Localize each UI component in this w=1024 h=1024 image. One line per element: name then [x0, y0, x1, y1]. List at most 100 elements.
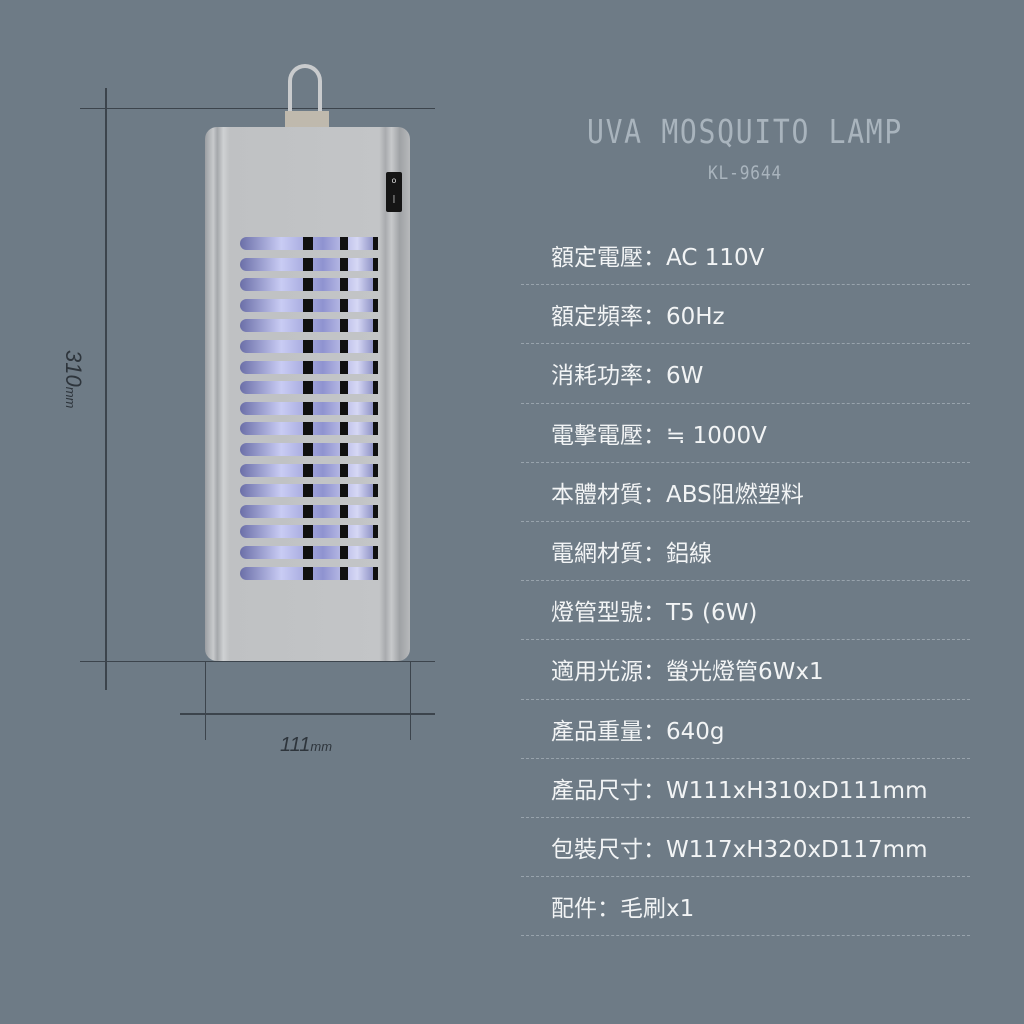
grill-bar	[340, 360, 348, 374]
grill-bar	[303, 422, 313, 436]
lamp-grill-slot	[240, 278, 378, 292]
grill-bar	[303, 546, 313, 559]
height-dimension-label: 310mm	[60, 350, 86, 408]
grill-bar	[373, 484, 378, 498]
spec-row: 產品尺寸：W111xH310xD111mm	[521, 759, 970, 818]
grill-bar	[303, 360, 313, 374]
grill-bar	[303, 504, 313, 518]
grill-bar	[303, 381, 313, 395]
spec-row: 額定電壓：AC 110V	[521, 226, 970, 286]
grill-bar	[373, 566, 378, 580]
grill-bar	[303, 257, 313, 271]
grill-bar	[340, 340, 348, 353]
spec-row: 燈管型號：T5 (6W)	[521, 581, 970, 641]
lamp-grill-slot	[240, 546, 378, 559]
grill-bar	[340, 381, 348, 395]
grill-bar	[303, 566, 313, 580]
grill-bar	[340, 278, 348, 292]
width-tick-right	[410, 661, 411, 740]
grill-bar	[340, 504, 348, 518]
grill-bar	[303, 278, 313, 292]
lamp-grill-slot	[240, 237, 378, 250]
mosquito-lamp-image	[205, 127, 410, 661]
lamp-grill-slot	[240, 463, 378, 477]
grill-bar	[340, 422, 348, 436]
grill-bar	[340, 319, 348, 333]
grill-bar	[373, 381, 378, 395]
width-dimension-label: 111mm	[280, 734, 332, 757]
grill-bar	[340, 401, 348, 415]
grill-bar	[340, 237, 348, 250]
grill-bar	[373, 422, 378, 436]
lamp-hook-base	[285, 111, 329, 128]
grill-bar	[303, 401, 313, 415]
grill-bar	[373, 298, 378, 312]
grill-bar	[373, 360, 378, 374]
lamp-grill-slot	[240, 298, 378, 312]
lamp-hook	[288, 64, 322, 124]
lamp-grill-slot	[240, 484, 378, 498]
grill-bar	[373, 463, 378, 477]
width-tick-left	[205, 661, 206, 740]
switch-off-mark: o	[391, 176, 397, 185]
grill-bar	[303, 443, 313, 456]
grill-bar	[340, 443, 348, 456]
dimension-line-top	[80, 108, 435, 109]
grill-bar	[373, 278, 378, 292]
spec-row: 包裝尺寸：W117xH320xD117mm	[521, 818, 970, 878]
switch-on-mark: |	[392, 194, 396, 203]
grill-bar	[303, 319, 313, 333]
grill-bar	[303, 463, 313, 477]
grill-bar	[340, 463, 348, 477]
spec-row: 電網材質：鋁線	[521, 522, 970, 582]
lamp-grill-slot	[240, 443, 378, 456]
grill-bar	[373, 257, 378, 271]
dimension-line-height	[105, 88, 107, 690]
grill-bar	[373, 319, 378, 333]
grill-bar	[373, 525, 378, 539]
grill-bar	[303, 484, 313, 498]
lamp-grill-slot	[240, 422, 378, 436]
spec-row: 適用光源：螢光燈管6Wx1	[521, 640, 970, 700]
grill-bar	[373, 443, 378, 456]
grill-bar	[340, 566, 348, 580]
spec-row: 本體材質：ABS阻燃塑料	[521, 463, 970, 522]
spec-row: 電擊電壓：≒ 1000V	[521, 404, 970, 463]
spec-row: 消耗功率：6W	[521, 344, 970, 404]
lamp-grill-slot	[240, 525, 378, 539]
lamp-grill-slot	[240, 257, 378, 271]
grill-bar	[340, 484, 348, 498]
lamp-grill-slot	[240, 360, 378, 374]
grill-bar	[373, 546, 378, 559]
grill-bar	[340, 546, 348, 559]
lamp-grill-slot	[240, 381, 378, 395]
lamp-grill-slot	[240, 566, 378, 580]
product-model: KL-9644	[707, 162, 783, 184]
power-switch: o|	[386, 172, 402, 212]
width-unit: mm	[310, 739, 333, 754]
lamp-grill-slot	[240, 401, 378, 415]
spec-row: 額定頻率：60Hz	[521, 285, 970, 345]
grill-bar	[340, 298, 348, 312]
product-title: UVA MOSQUITO LAMP	[586, 112, 903, 151]
height-unit: mm	[63, 386, 78, 409]
grill-bar	[373, 237, 378, 250]
grill-bar	[340, 525, 348, 539]
grill-bar	[373, 401, 378, 415]
spec-row: 配件：毛刷x1	[521, 877, 970, 937]
lamp-grill-slot	[240, 340, 378, 353]
lamp-grill-slot	[240, 504, 378, 518]
grill-bar	[303, 340, 313, 353]
grill-bar	[373, 504, 378, 518]
grill-bar	[303, 525, 313, 539]
spec-row: 產品重量：640g	[521, 700, 970, 759]
dimension-line-width	[180, 713, 435, 715]
grill-bar	[303, 298, 313, 312]
lamp-grill-slot	[240, 319, 378, 333]
grill-bar	[303, 237, 313, 250]
height-value: 310	[61, 350, 86, 387]
width-value: 111	[280, 734, 311, 756]
dimension-line-bottom	[80, 661, 435, 662]
grill-bar	[373, 340, 378, 353]
